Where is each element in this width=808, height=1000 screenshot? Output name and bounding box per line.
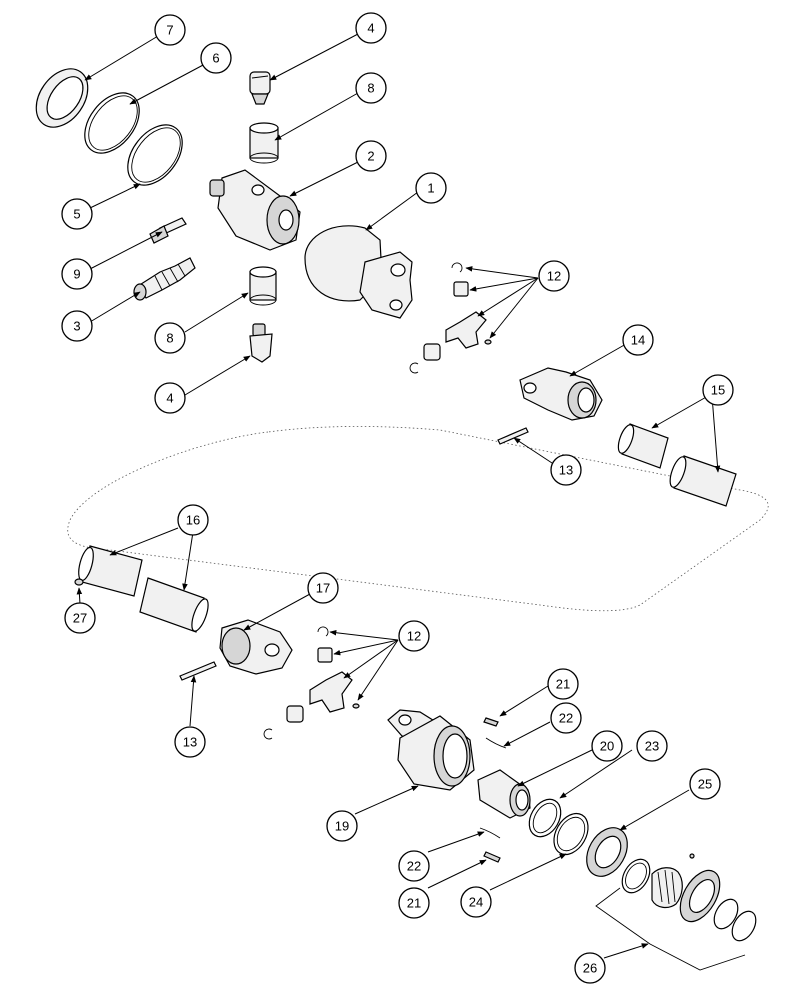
leader-lines [76,33,721,959]
svg-text:8: 8 [367,81,374,96]
part-8-bushing-top [249,122,279,164]
svg-text:7: 7 [166,23,173,38]
svg-text:21: 21 [407,896,421,911]
part-22-snap-ring-lower [479,827,501,839]
callout-6: 6 [200,42,232,74]
callout-13-upper: 13 [550,454,582,486]
part-25-bearing [586,827,628,877]
svg-text:21: 21 [556,677,570,692]
callout-4-bottom: 4 [154,382,186,414]
svg-text:8: 8 [166,331,173,346]
part-27-nut [74,578,84,586]
callout-21-lower: 21 [398,887,430,919]
callout-19: 19 [326,810,358,842]
callout-22-lower: 22 [398,850,430,882]
svg-text:16: 16 [186,513,200,528]
svg-text:1: 1 [427,181,434,196]
callout-4-top: 4 [355,12,387,44]
callout-25: 25 [689,768,721,800]
svg-text:2: 2 [367,149,374,164]
callout-24: 24 [460,886,492,918]
part-3-spring-bolt [133,257,196,301]
svg-text:12: 12 [547,269,561,284]
callout-22-upper: 22 [550,702,582,734]
callout-20: 20 [591,730,623,762]
part-23-ring [528,798,562,838]
callout-12-upper: 12 [538,260,570,292]
part-21-key-upper [483,717,499,727]
callout-26: 26 [574,952,606,984]
svg-text:6: 6 [212,51,219,66]
svg-text:13: 13 [183,735,197,750]
svg-text:25: 25 [698,777,712,792]
part-21-key-lower [483,851,501,863]
svg-text:15: 15 [711,383,725,398]
callout-15: 15 [702,374,734,406]
part-7-seal-ring [35,68,89,128]
part-8-bushing-bottom [249,266,277,306]
callout-12-lower: 12 [398,620,430,652]
callout-2: 2 [355,140,387,172]
part-19-yoke-housing [387,709,475,791]
svg-text:17: 17 [316,581,330,596]
part-13-roll-pin-upper [497,427,529,445]
svg-text:4: 4 [367,21,374,36]
callout-13-lower: 13 [174,726,206,758]
svg-text:5: 5 [73,207,80,222]
part-22-snap-ring-upper [485,737,507,749]
callout-17: 17 [307,572,339,604]
part-12-cross-kit-lower [263,626,360,740]
part-2-housing [209,169,301,251]
callout-16: 16 [177,504,209,536]
svg-text:13: 13 [559,463,573,478]
svg-text:24: 24 [469,895,483,910]
part-15-tubes [617,423,737,507]
svg-text:22: 22 [559,711,573,726]
callout-8-top: 8 [355,72,387,104]
part-16-tubes [78,545,209,633]
callout-14: 14 [622,324,654,356]
part-14-yoke [519,367,603,421]
part-26-spring-set [595,853,757,971]
svg-text:3: 3 [73,319,80,334]
callout-9: 9 [61,258,93,290]
svg-text:4: 4 [166,391,173,406]
part-12-cross-kit-upper [409,262,492,374]
callout-1: 1 [415,172,447,204]
part-13-roll-pin-lower [179,661,217,681]
part-4-pin-bottom [249,323,273,363]
callout-7: 7 [154,14,186,46]
callout-3: 3 [61,310,93,342]
part-5-ring [127,124,183,186]
part-9-grease-fitting [149,217,187,244]
svg-text:9: 9 [73,267,80,282]
callout-8-bottom: 8 [154,322,186,354]
part-20-collar [477,769,531,819]
part-17-yoke [219,619,293,675]
svg-text:19: 19 [335,819,349,834]
svg-text:12: 12 [407,629,421,644]
svg-text:14: 14 [631,333,645,348]
svg-text:26: 26 [583,961,597,976]
svg-text:27: 27 [73,611,87,626]
callout-21-upper: 21 [547,668,579,700]
svg-text:20: 20 [600,739,614,754]
callout-23: 23 [636,730,668,762]
callout-27: 27 [64,602,96,634]
callout-5: 5 [61,198,93,230]
part-4-pin-top [249,71,271,105]
part-24-ring [553,812,589,856]
svg-text:22: 22 [407,859,421,874]
svg-text:23: 23 [645,739,659,754]
part-1-yoke-shield [304,225,413,319]
